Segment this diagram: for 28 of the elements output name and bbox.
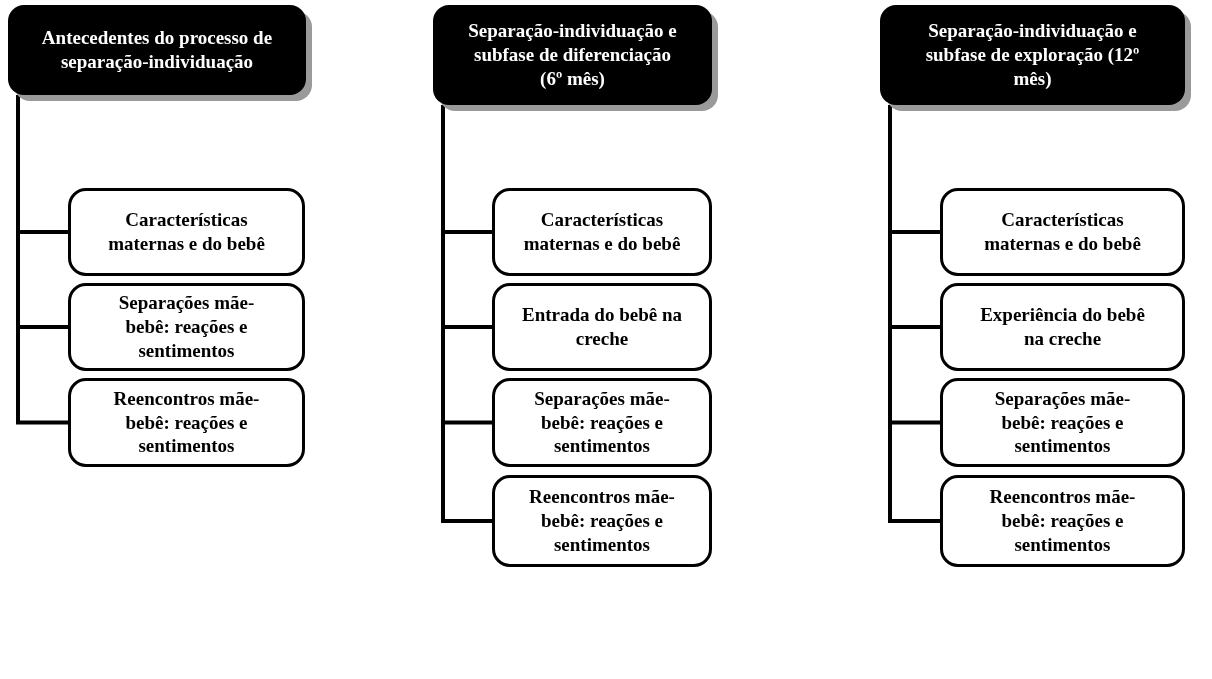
connector-line [888, 105, 940, 523]
box-text: Experiência do bebê na creche [979, 303, 1146, 351]
box-text: Características maternas e do bebê [983, 208, 1142, 256]
topic-box [492, 283, 712, 371]
topic-box [68, 378, 305, 467]
topic-box [940, 475, 1185, 567]
topic-box [492, 475, 712, 567]
box-text: Características maternas e do bebê [107, 208, 266, 256]
box-text: Reencontros mãe-bebê: reações e sentimentos [988, 485, 1137, 557]
box-text: Separação-individuação e subfase de diferenciação (6º mês) [467, 19, 678, 91]
box-text: Características maternas e do bebê [522, 208, 682, 256]
box-text: Entrada do bebê na creche [521, 303, 683, 351]
topic-box [940, 283, 1185, 371]
topic-box [940, 188, 1185, 276]
box-text: Separações mãe-bebê: reações e sentimentos [533, 386, 671, 459]
box-text: Reencontros mãe-bebê: reações e sentimentos [528, 485, 676, 557]
topic-box [68, 283, 305, 371]
box-text: Antecedentes do processo de separação-individuação [40, 26, 274, 74]
box-text: Separações mãe-bebê: reações e sentimentos [117, 291, 256, 363]
topic-box [68, 188, 305, 276]
connector-line [16, 95, 68, 425]
box-text: Separação-individuação e subfase de exploração (12º mês) [924, 19, 1141, 91]
topic-box [940, 378, 1185, 467]
box-text: Reencontros mãe-bebê: reações e sentimentos [112, 386, 261, 459]
connector-line [441, 105, 492, 523]
topic-box [492, 188, 712, 276]
box-text: Separações mãe-bebê: reações e sentimentos [993, 386, 1132, 459]
topic-box [492, 378, 712, 467]
